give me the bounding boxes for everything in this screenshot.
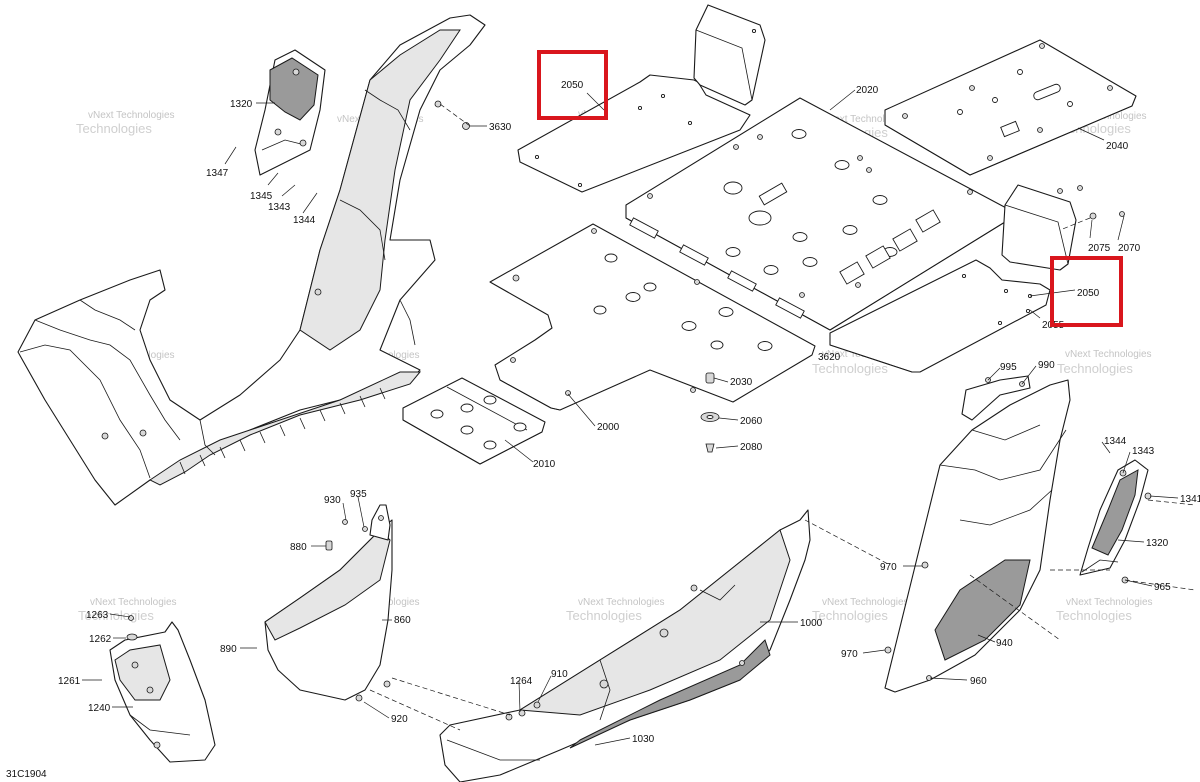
callout-2010[interactable]: 2010 [533, 459, 556, 470]
callout-990[interactable]: 990 [1038, 360, 1055, 371]
fastener [434, 100, 442, 108]
floor-plate-2000 [489, 217, 816, 411]
diagram-reference: 31C1904 [6, 769, 47, 780]
screw-2080[interactable] [705, 443, 715, 453]
callout-2070[interactable]: 2070 [1118, 243, 1141, 254]
callout-1345[interactable]: 1345 [250, 191, 273, 202]
watermark: vNext Technologies [822, 597, 909, 608]
callout-2020[interactable]: 2020 [856, 85, 879, 96]
callout-860[interactable]: 860 [394, 615, 411, 626]
callout-910[interactable]: 910 [551, 669, 568, 680]
callout-3630[interactable]: 3630 [489, 122, 512, 133]
floor-plate-2050-left [517, 4, 766, 193]
callout-960[interactable]: 960 [970, 676, 987, 687]
callout-1263[interactable]: 1263 [86, 610, 109, 621]
callout-2040[interactable]: 2040 [1106, 141, 1129, 152]
callout-970[interactable]: 970 [841, 649, 858, 660]
callout-2030[interactable]: 2030 [730, 377, 753, 388]
fastener [314, 288, 322, 296]
left-fender-assembly [17, 14, 486, 506]
plug-2030[interactable] [705, 372, 715, 384]
callout-2000[interactable]: 2000 [597, 422, 620, 433]
bracket-990[interactable] [961, 375, 1031, 421]
highlight-box-2050-left [537, 50, 608, 120]
watermark: vNext Technologies [90, 597, 177, 608]
lower-panel-860 [264, 504, 393, 702]
callout-1347[interactable]: 1347 [206, 168, 229, 179]
watermark: vNext Technologies [88, 110, 175, 121]
watermark: Technologies [1057, 361, 1133, 376]
callout-1264[interactable]: 1264 [510, 676, 533, 687]
callout-2050[interactable]: 2050 [561, 80, 584, 91]
fastener [462, 122, 470, 130]
floor-plate-2040[interactable] [884, 39, 1137, 176]
watermark: Technologies [566, 608, 642, 623]
floor-plate-2050-right [829, 184, 1125, 373]
callout-1262[interactable]: 1262 [89, 634, 112, 645]
callout-1344[interactable]: 1344 [293, 215, 316, 226]
left-fender-rocker [149, 371, 422, 486]
floor-plate-2050[interactable] [517, 74, 751, 193]
callout-3620[interactable]: 3620 [818, 352, 841, 363]
floor-plate-2010 [402, 377, 546, 465]
callout-1000[interactable]: 1000 [800, 618, 823, 629]
left-fender-inner-panel [299, 29, 461, 351]
callout-890[interactable]: 890 [220, 644, 237, 655]
callout-995[interactable]: 995 [1000, 362, 1017, 373]
callout-940[interactable]: 940 [996, 638, 1013, 649]
watermark: Technologies [76, 121, 152, 136]
right-trim-1320 [1079, 459, 1152, 584]
watermark: Technologies [812, 608, 888, 623]
bracket-1240-assembly [109, 615, 216, 763]
callout-1343[interactable]: 1343 [268, 202, 291, 213]
left-trim-1320 [254, 49, 326, 176]
callout-1030[interactable]: 1030 [632, 734, 655, 745]
floor-plate-2050-flange[interactable] [693, 4, 766, 106]
callout-930[interactable]: 930 [324, 495, 341, 506]
highlight-boxes [537, 50, 1123, 327]
highlight-box-2050-right [1050, 256, 1123, 327]
callout-965[interactable]: 965 [1154, 582, 1171, 593]
right-fender-panel-940[interactable] [884, 379, 1071, 693]
fastener [139, 429, 147, 437]
callouts: 1320 1347 1345 1343 1344 3630 2050 2020 … [58, 80, 1200, 745]
watermark: vNext Technologies [578, 597, 665, 608]
callout-1343[interactable]: 1343 [1132, 446, 1155, 457]
callout-935[interactable]: 935 [350, 489, 367, 500]
watermark: Technologies [1056, 608, 1132, 623]
callout-920[interactable]: 920 [391, 714, 408, 725]
callout-2075[interactable]: 2075 [1088, 243, 1111, 254]
watermark: vNext Technologies [1066, 597, 1153, 608]
fastener-stack-2030 [700, 372, 720, 453]
watermark: Technologies [812, 361, 888, 376]
callout-1344[interactable]: 1344 [1104, 436, 1127, 447]
fastener [101, 432, 109, 440]
callout-1240[interactable]: 1240 [88, 703, 111, 714]
floor-plate-2040 [884, 39, 1137, 176]
watermark: Technologies [78, 608, 154, 623]
callout-1320[interactable]: 1320 [1146, 538, 1169, 549]
right-panel-assembly [884, 375, 1071, 693]
watermark: vNext Technologies [1065, 349, 1152, 360]
rocker-panel-assembly [439, 509, 811, 782]
bracket-935[interactable] [369, 504, 391, 541]
watermark: vNext Technologies [822, 114, 909, 125]
callout-2080[interactable]: 2080 [740, 442, 763, 453]
callout-1341[interactable]: 1341 [1180, 494, 1200, 505]
callout-1320[interactable]: 1320 [230, 99, 253, 110]
floor-plate-2050-right-flange[interactable] [1001, 184, 1077, 271]
callout-1261[interactable]: 1261 [58, 676, 81, 687]
callout-2060[interactable]: 2060 [740, 416, 763, 427]
callout-880[interactable]: 880 [290, 542, 307, 553]
callout-970[interactable]: 970 [880, 562, 897, 573]
assembly-lines [369, 103, 1196, 731]
callout-2050[interactable]: 2050 [1077, 288, 1100, 299]
